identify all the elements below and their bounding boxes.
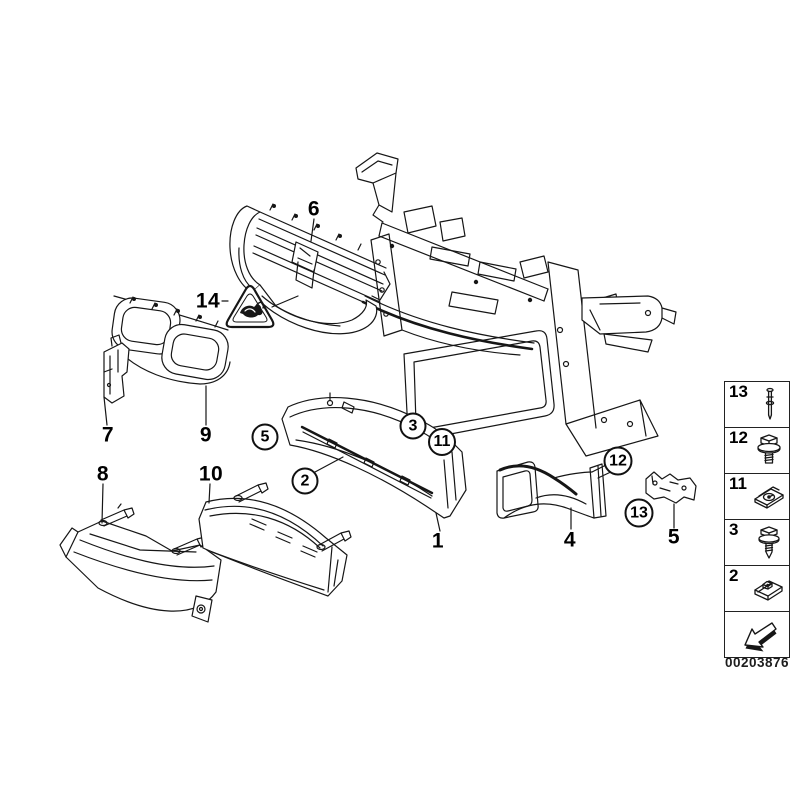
kidney-grille-drawing xyxy=(111,295,231,385)
legend-label: 11 xyxy=(729,474,747,493)
legend-row-12[interactable]: 12 xyxy=(724,427,790,474)
diagram-code: 00203876 xyxy=(724,655,790,670)
expanding-rivet-icon xyxy=(765,387,775,420)
leader-lines xyxy=(101,218,675,532)
callout-4[interactable]: 4 xyxy=(563,528,577,552)
callout-6[interactable]: 6 xyxy=(307,197,321,221)
callout-7[interactable]: 7 xyxy=(101,423,115,447)
legend-label: 13 xyxy=(729,382,748,401)
callout-8[interactable]: 8 xyxy=(96,462,110,486)
balloon-3[interactable]: 3 xyxy=(399,412,427,440)
direction-arrow-icon xyxy=(744,622,777,652)
callout-5[interactable]: 5 xyxy=(667,525,681,549)
legend-label: 2 xyxy=(729,566,739,585)
radiator-support-drawing xyxy=(355,152,677,457)
clip-nut-icon xyxy=(754,580,783,601)
legend-row-13[interactable]: 13 xyxy=(724,381,790,428)
warning-triangle-drawing xyxy=(225,284,275,329)
balloon-5[interactable]: 5 xyxy=(251,423,279,451)
legend-row-arrow[interactable] xyxy=(724,611,790,658)
mounting-bracket-drawing xyxy=(645,471,697,504)
legend-label: 12 xyxy=(729,428,748,447)
side-bracket-drawing xyxy=(103,334,130,404)
fastener-legend: 13 12 11 xyxy=(724,381,790,658)
balloon-12[interactable]: 12 xyxy=(603,446,633,476)
left-air-duct-drawing xyxy=(59,503,222,623)
air-flap-control-drawing xyxy=(229,203,391,335)
balloon-13[interactable]: 13 xyxy=(624,498,654,528)
callout-9[interactable]: 9 xyxy=(199,423,213,447)
speed-nut-icon xyxy=(754,486,784,509)
balloon-2[interactable]: 2 xyxy=(291,467,319,495)
callout-10[interactable]: 10 xyxy=(198,462,224,486)
self-tapping-screw-icon xyxy=(758,526,780,559)
hex-bolt-washer-icon xyxy=(757,434,781,464)
center-air-duct-drawing xyxy=(198,482,352,597)
legend-label: 3 xyxy=(729,520,739,539)
callout-1[interactable]: 1 xyxy=(431,529,445,553)
legend-row-3[interactable]: 3 xyxy=(724,519,790,566)
legend-row-11[interactable]: 11 xyxy=(724,473,790,520)
right-air-duct-drawing xyxy=(496,461,616,519)
legend-row-2[interactable]: 2 xyxy=(724,565,790,612)
callout-14[interactable]: 14 xyxy=(195,289,221,313)
balloon-11[interactable]: 11 xyxy=(428,428,456,456)
